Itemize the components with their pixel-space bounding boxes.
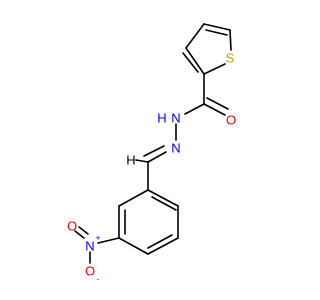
bond-n-imine-c-double [143, 145, 165, 157]
amide-nitrogen-label: N [171, 111, 180, 126]
bond-b1-b2-double [151, 196, 177, 211]
bond-c4-c5-double [205, 29, 228, 36]
nitro-plus-charge: + [95, 233, 100, 243]
bond-c2-c3-double [182, 52, 199, 73]
bond-carbonyl-c-n [184, 103, 205, 115]
bond-s-c2 [203, 63, 226, 75]
bond-c5-s [229, 29, 232, 51]
nitro-oxygen-double-label: O [67, 219, 77, 234]
thiophene-ring [182, 23, 232, 75]
bond-n-imine-c [147, 151, 167, 163]
bond-b3-b4 [147, 237, 179, 255]
bond-b1-b2 [147, 189, 179, 207]
bond-b6-b1 [118, 189, 149, 207]
bond-c4-c5 [203, 23, 231, 31]
bond-imine-c-h [135, 159, 149, 163]
sulfur-atom-label: S [226, 51, 235, 66]
amide-hydrogen-label: H [157, 111, 166, 126]
imine-nitrogen-label: N [171, 141, 180, 156]
bond-nitro-n-o-double [74, 230, 85, 239]
molecule-diagram: S O N H N H N + O O - [67, 23, 236, 284]
nitro-nitrogen-label: N [85, 239, 94, 254]
nitro-oxygen-single-label: O [85, 264, 95, 279]
nitro-minus-charge: - [97, 274, 100, 284]
bond-ring-nitro-n [97, 237, 120, 244]
imine-hydrogen-label: H [126, 153, 135, 168]
carbonyl-oxygen-label: O [226, 113, 236, 128]
bond-b3-b4-double [147, 234, 173, 249]
bond-nitro-n-o-double-2 [78, 226, 89, 235]
bond-carbonyl-c-o [203, 103, 226, 116]
bond-c2-c3 [185, 47, 205, 75]
bond-carbonyl-c-o-double [206, 97, 229, 110]
molecule-structure-canvas: S O N H N H N + O O - [66, 23, 237, 284]
bond-c3-c4 [185, 23, 205, 49]
bond-b4-b5 [118, 237, 149, 255]
benzene-ring [118, 189, 179, 255]
